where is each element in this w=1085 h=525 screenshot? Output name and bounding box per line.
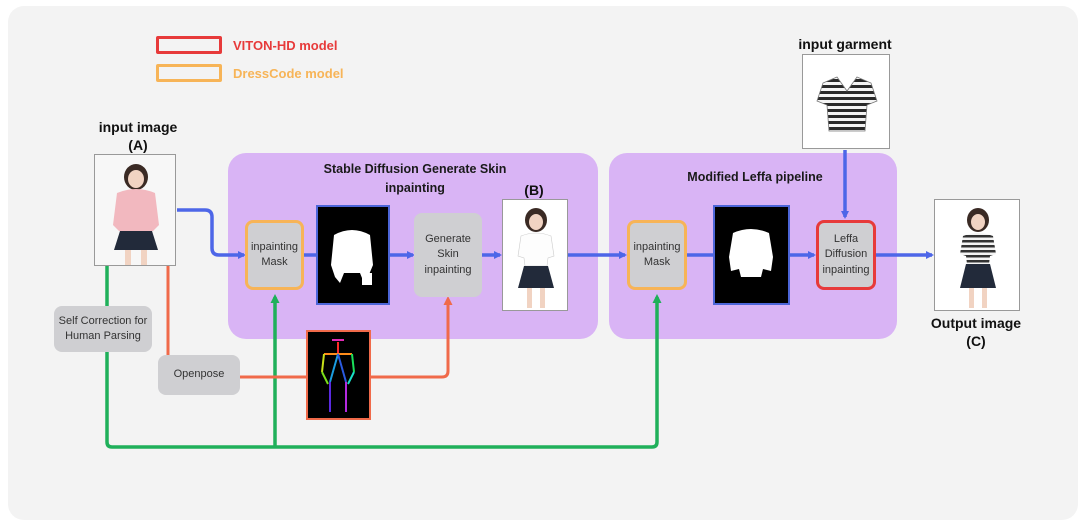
self-correction-text: Self Correction for Human Parsing (58, 314, 148, 342)
arrow-input-to-mask1 (177, 208, 246, 259)
openpose-text: Openpose (173, 368, 225, 381)
green-parsing-line (105, 266, 662, 449)
result-b-label: (B) (524, 182, 544, 198)
output-image-tag: (C) (966, 333, 986, 350)
generate-skin-node: Generate Skin inpainting (414, 213, 482, 297)
skin-mask-image (316, 205, 390, 305)
leffa-diffusion-node: Leffa Diffusion inpainting (816, 220, 876, 290)
output-image-photo (934, 199, 1020, 311)
input-image-title: input image (98, 119, 178, 135)
legend-label-dresscode: DressCode model (233, 66, 344, 81)
inpainting-mask-node-2: inpainting Mask (627, 220, 687, 290)
leffa-diffusion-text: Leffa Diffusion inpainting (822, 232, 870, 276)
output-image-title: Output image (930, 315, 1022, 331)
generate-skin-text: Generate Skin inpainting (424, 232, 472, 276)
orange-pose-to-generate (370, 296, 453, 379)
legend-swatch-viton (156, 36, 222, 54)
inpainting-mask-1-text: inpainting Mask (250, 240, 299, 268)
result-b-photo (502, 199, 568, 311)
legend-label-viton: VITON-HD model (233, 38, 338, 53)
self-correction-human-parsing-node: Self Correction for Human Parsing (54, 306, 152, 352)
panel-leffa-title: Modified Leffa pipeline (687, 170, 823, 184)
output-image-label: Output image (C) (916, 314, 1036, 350)
openpose-node: Openpose (158, 355, 240, 395)
input-image-label: input image (A) (82, 118, 194, 154)
pose-skeleton-image (306, 330, 371, 420)
input-image-photo (94, 154, 176, 266)
legend-swatch-dresscode (156, 64, 222, 82)
panel-skin-title: Stable Diffusion Generate Skin inpaintin… (323, 162, 507, 196)
inpainting-mask-node-1: inpainting Mask (245, 220, 304, 290)
input-image-tag: (A) (128, 137, 148, 154)
input-garment-label: input garment (798, 36, 892, 52)
input-garment-photo (802, 54, 890, 149)
inpainting-mask-2-text: inpainting Mask (633, 240, 681, 268)
cloth-mask-image (713, 205, 790, 305)
